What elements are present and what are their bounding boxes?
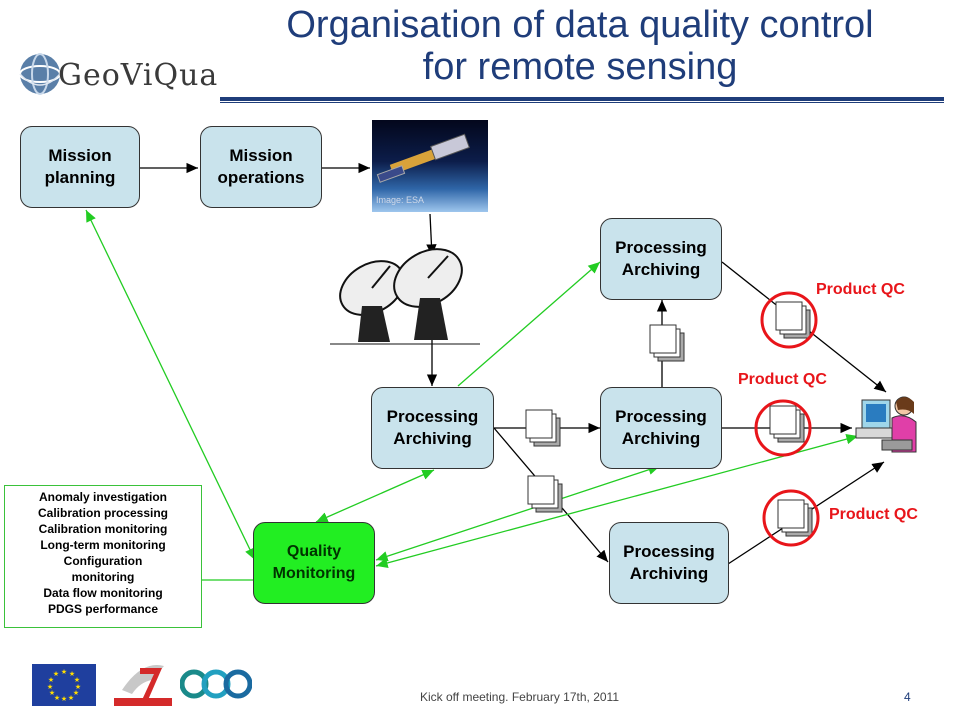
- document-stack-icon: [525, 409, 561, 447]
- satellite-dish-icon: [330, 248, 480, 345]
- page-number: 4: [904, 690, 911, 704]
- node-label: Processing Archiving: [615, 238, 707, 279]
- document-stack-icon: [777, 499, 813, 537]
- svg-text:★: ★: [73, 689, 79, 697]
- node-mission-operations: Mission operations: [200, 126, 322, 208]
- svg-text:★: ★: [61, 668, 67, 676]
- node-label: Quality Monitoring: [272, 543, 356, 582]
- document-stack-icon: [775, 301, 811, 339]
- qc-circle-middle: [754, 399, 812, 457]
- svg-text:★: ★: [49, 689, 55, 697]
- anomaly-item: Anomaly investigation: [38, 490, 168, 504]
- user-at-computer-icon: [855, 396, 917, 453]
- green-link-center-top: [457, 261, 601, 387]
- green-link-qm-planning: [85, 209, 256, 561]
- node-processing-top: Processing Archiving: [600, 218, 722, 300]
- anomaly-item: Data flow monitoring: [43, 586, 163, 600]
- svg-text:★: ★: [53, 670, 59, 678]
- svg-text:★: ★: [74, 676, 80, 684]
- qc-circle-bottom: [762, 489, 820, 547]
- green-link-qm-user: [375, 434, 859, 568]
- title-line-1: Organisation of data quality control: [286, 4, 874, 46]
- anomaly-list-box: Anomaly investigation Calibration proces…: [4, 485, 202, 628]
- node-label: Processing Archiving: [623, 542, 715, 583]
- svg-text:★: ★: [68, 694, 74, 702]
- svg-text:★: ★: [75, 683, 81, 691]
- anomaly-item: Configuration: [63, 554, 143, 568]
- eu-flag-logo: ★★★ ★★★ ★★★ ★★★: [32, 664, 96, 706]
- svg-text:★: ★: [54, 694, 60, 702]
- anomaly-item: monitoring: [71, 570, 135, 584]
- image-credit: Image: ESA: [376, 195, 425, 205]
- title-rule: [220, 97, 944, 101]
- green-link-qm-center: [315, 469, 435, 523]
- svg-text:★: ★: [47, 683, 53, 691]
- node-label: Mission operations: [217, 146, 305, 187]
- product-qc-label-bottom: Product QC: [829, 506, 918, 523]
- node-processing-bottom: Processing Archiving: [609, 522, 729, 604]
- qc-circle-top: [760, 291, 818, 349]
- svg-text:★: ★: [48, 676, 54, 684]
- title-rule-thin: [220, 102, 944, 103]
- page-title: Organisation of data quality control for…: [230, 4, 930, 88]
- document-stack-icon: [769, 405, 805, 443]
- title-line-2: for remote sensing: [422, 46, 738, 88]
- anomaly-item: Calibration monitoring: [38, 522, 168, 536]
- node-label: Processing Archiving: [615, 407, 707, 448]
- footer-text: Kick off meeting. February 17th, 2011: [420, 690, 620, 704]
- geo-logo: [180, 669, 252, 699]
- fp7-logo: [114, 665, 172, 706]
- svg-text:★: ★: [61, 695, 67, 703]
- node-quality-monitoring: Quality Monitoring: [253, 522, 375, 604]
- node-processing-center: Processing Archiving: [371, 387, 494, 469]
- node-label: Processing Archiving: [386, 407, 479, 448]
- product-qc-label-top: Product QC: [816, 281, 905, 298]
- product-qc-label-middle: Product QC: [738, 371, 827, 388]
- geoviqua-logo: [19, 53, 61, 95]
- document-stack-icon: [649, 324, 685, 362]
- anomaly-item: Calibration processing: [37, 506, 169, 520]
- node-label: Mission planning: [44, 146, 116, 187]
- svg-text:★: ★: [69, 670, 75, 678]
- anomaly-item: PDGS performance: [47, 602, 159, 616]
- document-stack-icon: [527, 475, 563, 513]
- anomaly-item: Long-term monitoring: [40, 538, 166, 552]
- node-mission-planning: Mission planning: [20, 126, 140, 208]
- satellite-image: [372, 120, 488, 212]
- node-processing-right: Processing Archiving: [600, 387, 722, 469]
- logo-text: GeoViQua: [58, 58, 219, 93]
